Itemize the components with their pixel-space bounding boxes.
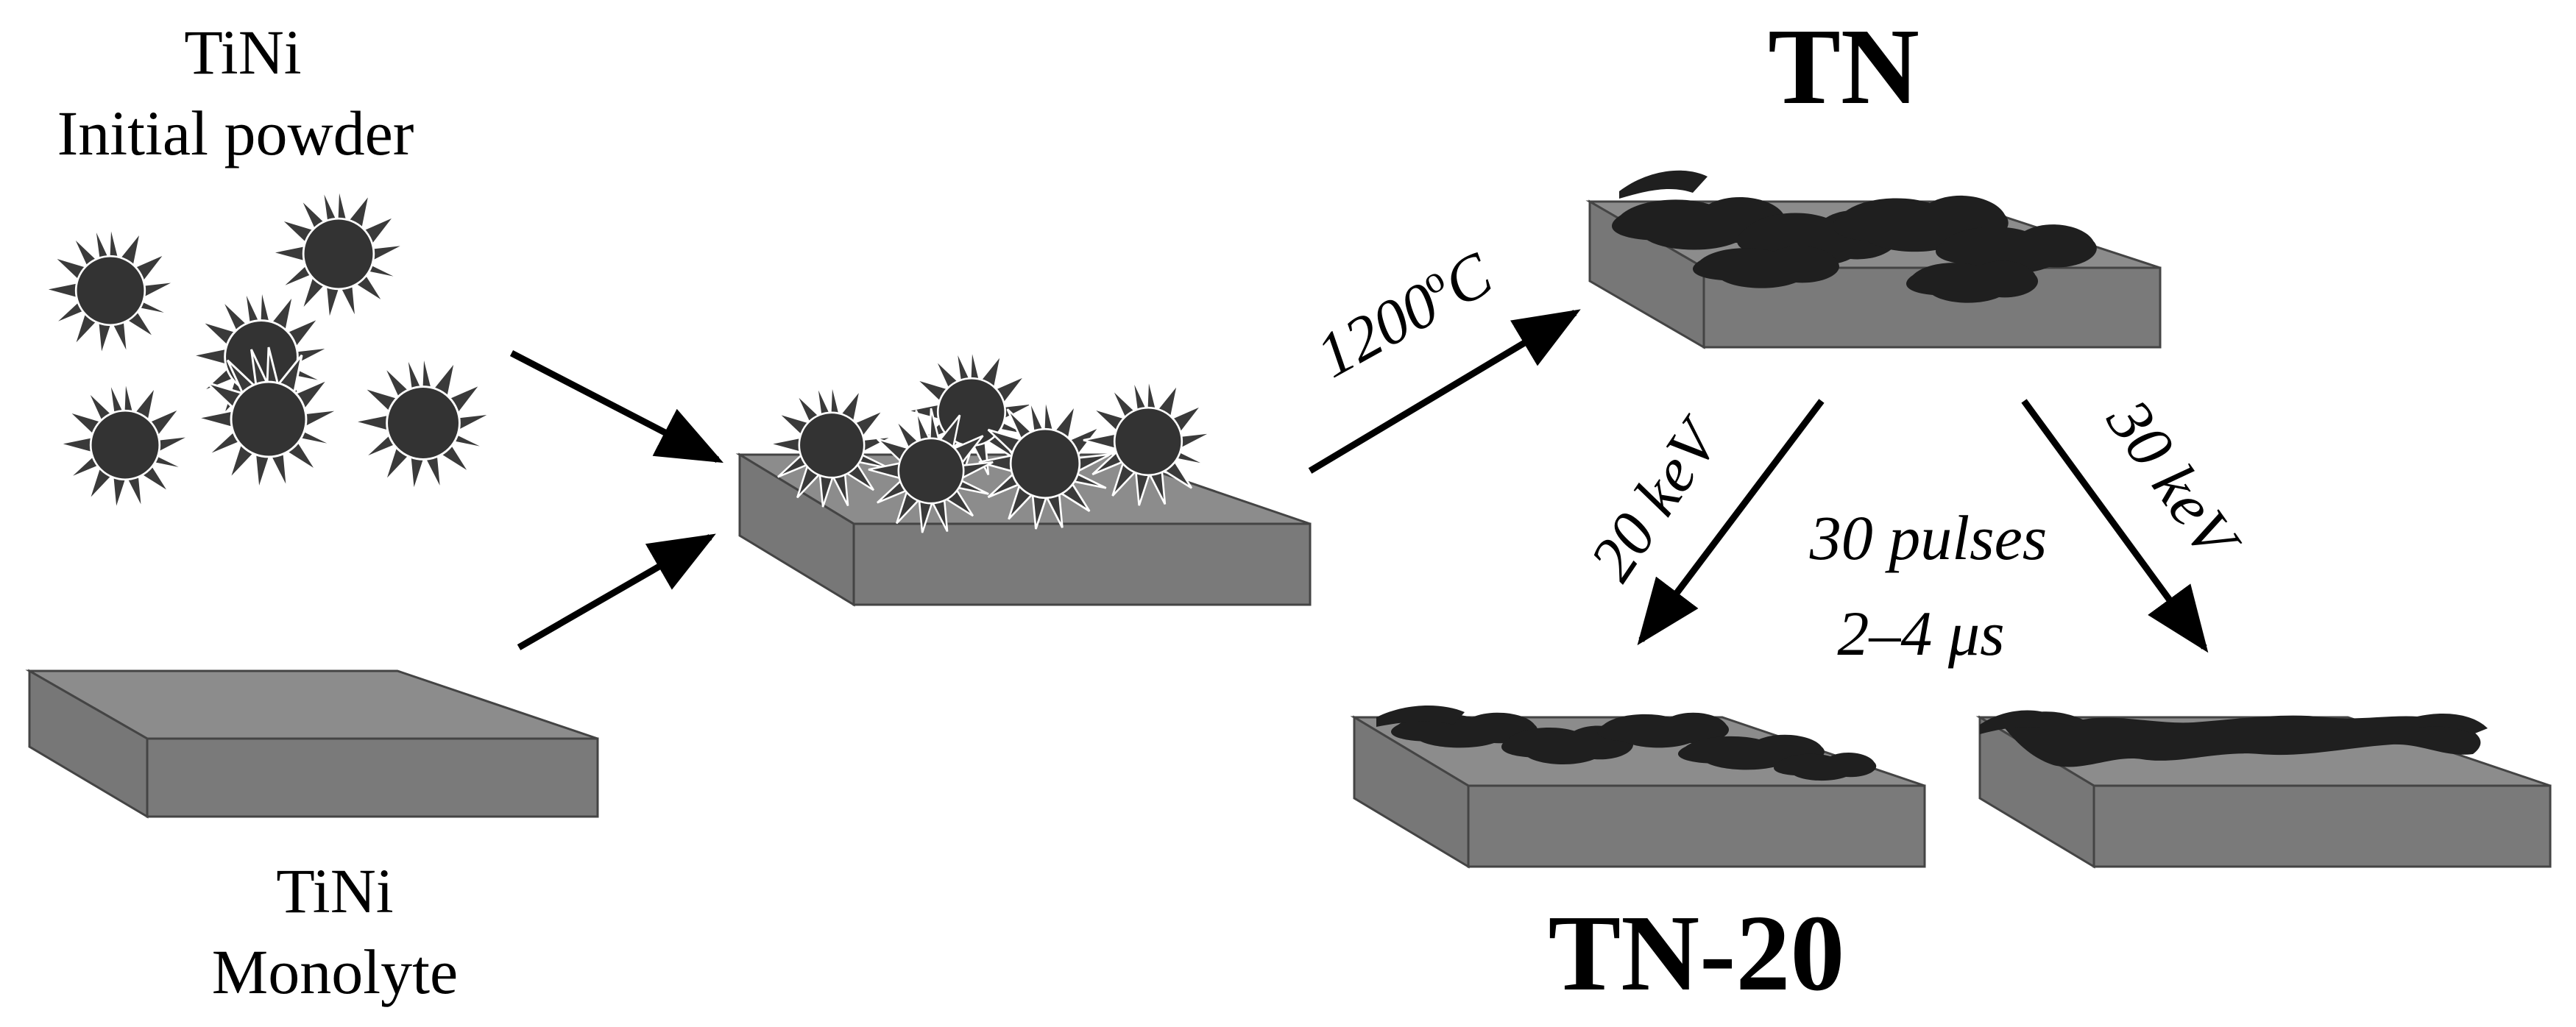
- powder-particles: [43, 185, 494, 512]
- duration-label: 2–4 μs: [1837, 598, 2004, 669]
- temperature-label: 1200oC: [1304, 236, 1504, 391]
- energy-30-label: 30 keV: [2093, 386, 2255, 575]
- arrow-monolith-to-composite: [517, 533, 716, 650]
- monolith-slab: [25, 669, 599, 819]
- powder-particle: [57, 377, 192, 512]
- arrow-tn-to-tn20: [1637, 399, 1825, 646]
- powder-title-line1: TiNi: [184, 17, 301, 88]
- sample-tn20-title: TN-20: [1549, 893, 1845, 1014]
- sample-tn-title: TN: [1768, 7, 1919, 127]
- tn20-coating: [1376, 705, 1877, 781]
- energy-20-label: 20 keV: [1576, 404, 1735, 593]
- powder-title-line2: Initial powder: [57, 98, 414, 168]
- tn-coating: [1612, 170, 2097, 303]
- arrow-tn-to-tn30: [2021, 399, 2209, 653]
- temperature-unit: C: [1432, 238, 1504, 321]
- powder-particle: [352, 352, 494, 494]
- powder-particle: [195, 346, 342, 492]
- pulses-label: 30 pulses: [1809, 502, 2048, 573]
- powder-particle: [43, 223, 177, 358]
- arrow-powder-to-composite: [509, 350, 723, 463]
- monolith-title-line2: Monolyte: [212, 937, 458, 1007]
- arrow-composite-to-tn: [1308, 309, 1581, 474]
- monolith-title-line1: TiNi: [276, 856, 393, 926]
- tn30-coating: [1980, 710, 2488, 767]
